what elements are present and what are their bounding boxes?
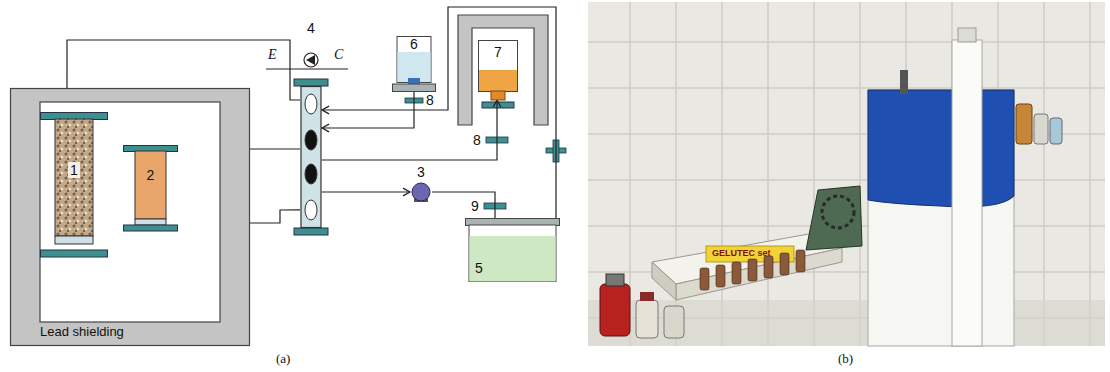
port-label: E bbox=[268, 47, 277, 63]
generator-column: 1 bbox=[40, 112, 108, 258]
port-label: C bbox=[334, 47, 343, 63]
callout-number: 1 bbox=[68, 162, 80, 178]
valve-manifold-outline bbox=[300, 86, 322, 228]
waste-bottle: 5 bbox=[465, 218, 560, 282]
tube-line bbox=[322, 191, 410, 192]
shielding-box: Lead shielding 1 2 bbox=[10, 88, 250, 346]
valve-manifold: 4 bbox=[300, 86, 322, 228]
eluent-vessel: 6 bbox=[392, 36, 436, 92]
panel-label: (a) bbox=[276, 352, 290, 367]
tube-connector bbox=[322, 92, 414, 132]
shield-label: Lead shielding bbox=[40, 325, 124, 340]
arrow-head bbox=[322, 106, 329, 114]
arrow-head bbox=[403, 188, 410, 196]
callout-number: 6 bbox=[410, 36, 418, 52]
shielding-box-outline bbox=[10, 88, 250, 346]
tube-connector bbox=[432, 192, 495, 218]
generator-column: 2 bbox=[123, 145, 178, 232]
callout-number: 4 bbox=[307, 20, 315, 36]
pump-symbol: 3 bbox=[410, 164, 432, 202]
kit-label: GELUTEC set bbox=[712, 248, 771, 258]
callout-number: 8 bbox=[426, 92, 434, 108]
tube-connector bbox=[322, 100, 501, 160]
generator-column-outline bbox=[40, 112, 108, 258]
tube-line bbox=[432, 192, 495, 218]
arrow-head bbox=[493, 100, 501, 107]
panel-label: (b) bbox=[838, 352, 853, 367]
callout-number: 2 bbox=[147, 167, 155, 183]
callout-number: 3 bbox=[417, 164, 425, 180]
generator-column-outline bbox=[123, 145, 178, 232]
arrow-head bbox=[322, 124, 329, 132]
tube-line bbox=[322, 7, 556, 218]
tube-connector bbox=[322, 7, 556, 218]
collection-vial: 7 bbox=[478, 40, 518, 100]
callout-number: 7 bbox=[494, 44, 502, 60]
tube-line bbox=[322, 100, 497, 160]
callout-number: 8 bbox=[473, 132, 481, 148]
callout-number: 9 bbox=[471, 198, 479, 214]
callout-number: 5 bbox=[475, 260, 483, 276]
tube-connector bbox=[322, 188, 410, 196]
